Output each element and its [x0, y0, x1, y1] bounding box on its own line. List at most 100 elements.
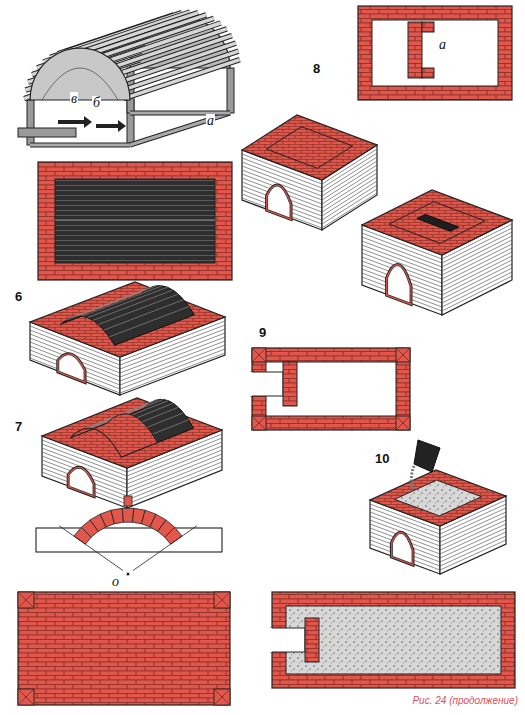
drawing-stroke: [440, 536, 506, 566]
drawing-stroke: [58, 116, 92, 128]
drawing-stroke: [165, 527, 182, 544]
drawing-stroke: [392, 533, 412, 563]
drawing-stroke: [395, 480, 482, 516]
drawing-stroke: [42, 398, 222, 468]
drawing-stroke: [440, 532, 506, 562]
drawing-stroke: [214, 689, 230, 705]
drawing-stroke: [18, 128, 76, 137]
drawing-stroke: [252, 416, 266, 430]
drawing-stroke: [270, 628, 272, 652]
drawing-stroke: [30, 143, 130, 148]
drawing-stroke: [268, 186, 290, 218]
drawing-stroke: [442, 268, 512, 303]
drawing-stroke: [30, 144, 130, 147]
drawing-stroke: [227, 68, 234, 113]
drawing-stroke: [268, 186, 290, 218]
drawing-stroke: [42, 468, 127, 500]
drawing-stroke: [18, 689, 34, 705]
drawing-stroke: [396, 348, 410, 362]
drawing-stroke: [286, 606, 501, 674]
drawing-stroke: [30, 282, 225, 357]
drawing-stroke: [414, 440, 440, 472]
drawing-stroke: [362, 190, 512, 315]
drawing-stroke: [417, 214, 459, 231]
drawing-stroke: [120, 43, 236, 82]
drawing-stroke: [440, 528, 506, 558]
drawing-stroke: [124, 60, 240, 99]
drawing-stroke: [266, 127, 352, 169]
drawing-stroke: [272, 592, 515, 688]
drawing-stroke: [214, 689, 230, 705]
drawing-stroke: [322, 189, 377, 224]
drawing-stroke: [59, 355, 84, 381]
drawing-stroke: [411, 466, 414, 490]
drawing-stroke: [442, 272, 512, 307]
drawing-stroke: [55, 220, 215, 221]
drawing-stroke: [442, 276, 512, 311]
drawing-stroke: [82, 286, 162, 316]
drawing-stroke: [122, 508, 134, 522]
drawing-stroke: [133, 526, 197, 571]
drawing-stroke: [18, 689, 34, 705]
drawing-stroke: [18, 592, 230, 705]
drawing-stroke: [322, 185, 377, 220]
drawing-stroke: [123, 51, 239, 90]
drawing-stroke: [283, 362, 297, 406]
step-number: 9: [258, 326, 267, 340]
drawing-stroke: [242, 115, 377, 180]
drawing-stroke: [396, 416, 410, 430]
drawing-stroke: [358, 6, 512, 100]
drawing-stroke: [388, 266, 410, 303]
drawing-stroke: [396, 348, 410, 362]
drawing-stroke: [127, 462, 222, 500]
callout-letter: а: [438, 38, 447, 52]
callout-letter: а: [206, 114, 215, 128]
drawing-stroke: [411, 440, 440, 490]
drawing-stroke: [268, 186, 290, 218]
drawing-stroke: [70, 399, 193, 457]
drawing-stroke: [305, 618, 319, 662]
drawing-stroke: [396, 348, 410, 362]
drawing-stroke: [408, 22, 422, 78]
drawing-stroke: [127, 458, 222, 496]
drawing-stroke: [392, 533, 412, 563]
drawing-stroke: [130, 111, 230, 116]
drawing-stroke: [271, 628, 305, 652]
drawing-stroke: [252, 416, 266, 430]
drawing-stroke: [252, 416, 266, 430]
drawing-stroke: [61, 286, 195, 346]
stove-iso-views: [30, 115, 512, 574]
drawing-stroke: [214, 689, 230, 705]
drawing-stroke: [18, 592, 34, 608]
drawing-stroke: [38, 162, 232, 280]
drawing-stroke: [124, 496, 132, 506]
drawing-stroke: [18, 592, 34, 608]
drawing-stroke: [30, 48, 130, 100]
step-number: 6: [14, 290, 23, 304]
callout-letter: б: [92, 96, 101, 110]
step-number: 8: [312, 62, 321, 76]
drawing-stroke: [440, 520, 506, 550]
drawing-stroke: [104, 300, 184, 330]
drawing-stroke: [111, 508, 124, 524]
drawing-stroke: [370, 470, 506, 574]
drawing-stroke: [96, 120, 126, 132]
drawing-stroke: [388, 266, 410, 303]
drawing-stroke: [42, 68, 118, 100]
callout-letter: в: [70, 92, 78, 106]
drawing-stroke: [18, 689, 34, 705]
drawing-stroke: [42, 464, 127, 496]
drawing-stroke: [252, 348, 266, 362]
drawing-stroke: [18, 592, 34, 608]
drawing-stroke: [42, 398, 222, 508]
drawing-stroke: [214, 592, 230, 608]
drawing-stroke: [36, 528, 222, 552]
drawing-stroke: [370, 470, 506, 526]
drawing-stroke: [120, 353, 225, 393]
step-number: 10: [374, 452, 390, 466]
drawing-stroke: [422, 68, 434, 78]
drawing-stroke: [93, 290, 173, 320]
drawing-stroke: [252, 348, 266, 362]
drawing-stroke: [396, 416, 410, 430]
